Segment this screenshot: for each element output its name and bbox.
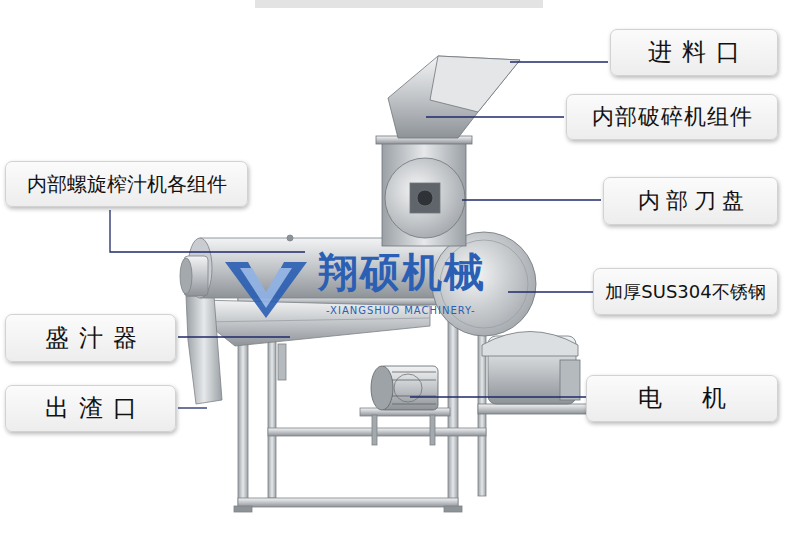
label-box: 电机: [586, 375, 778, 422]
part-label: 电机: [598, 385, 766, 411]
label-box: 盛汁器: [5, 314, 176, 362]
lower-motor-part: [392, 372, 436, 373]
frame-part: [372, 415, 377, 445]
leader-lines-part: [410, 396, 601, 397]
press-cylinder-part: [287, 235, 293, 241]
part-label: 加厚SUS304不锈钢: [605, 282, 765, 302]
frame-part: [430, 415, 435, 445]
label-box: 进料口: [610, 29, 778, 76]
right-motor-part: [478, 404, 590, 414]
lower-motor-part: [394, 374, 422, 402]
frame-part: [444, 506, 462, 512]
label-box: 出渣口: [5, 385, 176, 432]
lower-motor-part: [392, 404, 436, 405]
leader-lines-part: [462, 199, 601, 200]
leader-lines-part: [508, 291, 594, 292]
hopper: [388, 56, 520, 138]
part-label: 盛汁器: [35, 325, 147, 351]
label-box: 内部螺旋榨汁机各组件: [5, 161, 248, 207]
juice-tray-part: [205, 318, 430, 322]
lower-motor-part: [371, 366, 393, 410]
leader-lines-part: [510, 61, 608, 62]
right-motor-part: [482, 332, 578, 357]
crusher-part: [382, 138, 466, 246]
crusher: [376, 136, 472, 246]
crusher-part: [410, 183, 440, 213]
leader-lines-part: [426, 116, 564, 117]
leader-lines-part: [110, 210, 305, 252]
watermark-text: -XIANGSHUO MACHINERY-: [326, 306, 476, 316]
crusher-part: [385, 158, 465, 238]
discharge-chute: [186, 296, 222, 404]
hopper-part: [388, 56, 520, 138]
lower-motor-part: [392, 380, 436, 381]
frame-part: [448, 298, 458, 510]
leader-lines-part: [178, 336, 290, 337]
leader-lines: [110, 62, 608, 408]
watermark-logo: [225, 262, 307, 318]
lower-motor: [371, 366, 438, 410]
watermark-text: 翔硕机械: [318, 252, 486, 292]
hopper-part: [430, 56, 520, 112]
press-cylinder-part: [180, 258, 192, 294]
right-motor: [478, 332, 590, 415]
juice-tray-part: [278, 344, 286, 380]
frame-part: [238, 498, 458, 507]
label-box: 加厚SUS304不锈钢: [593, 268, 778, 315]
top-bar: [255, 0, 543, 8]
leader-lines-part: [178, 407, 207, 408]
crusher-part: [417, 190, 433, 206]
part-label: 内部破碎机组件: [591, 105, 753, 129]
label-box: 内部破碎机组件: [566, 94, 778, 140]
part-label: 内部螺旋榨汁机各组件: [27, 173, 227, 195]
right-motor-part: [560, 360, 580, 400]
part-label: 进料口: [638, 39, 750, 65]
frame-part: [234, 506, 252, 512]
part-label: 出渣口: [35, 395, 147, 421]
watermark-logo-part: [240, 268, 292, 308]
label-box: 内部刀盘: [603, 177, 778, 225]
discharge-chute-part: [186, 296, 222, 404]
part-label: 内部刀盘: [632, 189, 750, 213]
watermark-logo-part: [225, 262, 307, 318]
